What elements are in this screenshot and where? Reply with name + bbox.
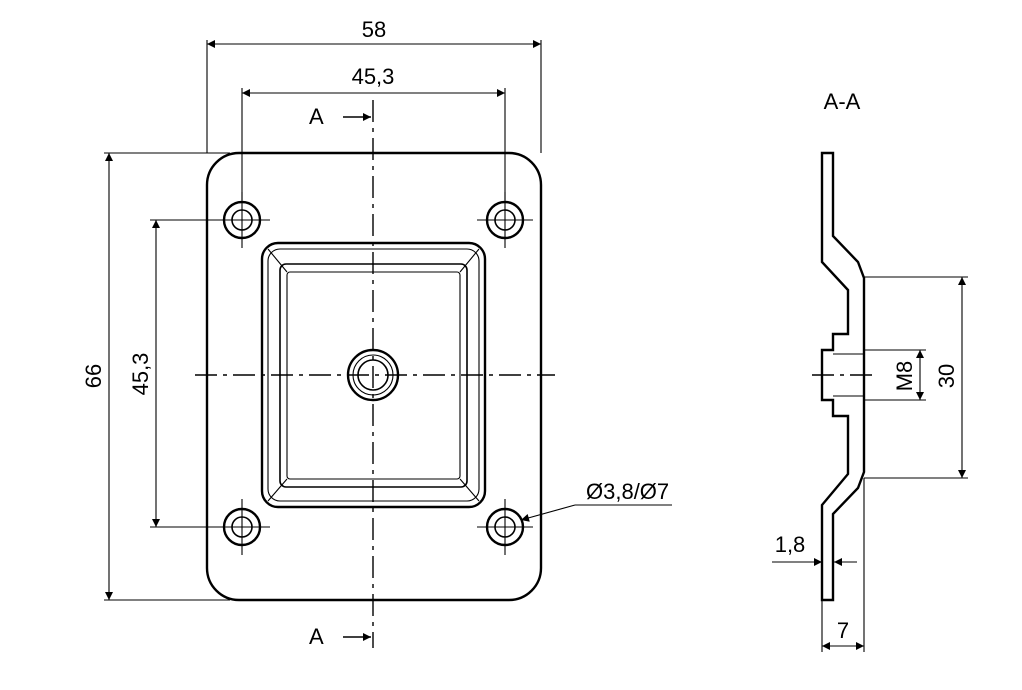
dim-overall-width-label: 58 <box>362 17 386 42</box>
dim-thickness: 1,8 <box>772 532 857 566</box>
hole-callout: Ø3,8/Ø7 <box>520 479 672 522</box>
dim-overall-width: 58 <box>206 17 542 153</box>
section-label-top: A <box>309 104 324 129</box>
mounting-hole-top-right <box>477 192 533 248</box>
section-profile <box>820 151 866 602</box>
dim-thread-label: M8 <box>892 361 917 392</box>
hole-callout-label: Ø3,8/Ø7 <box>586 479 669 504</box>
dim-hole-spacing-horizontal-label: 45,3 <box>352 64 395 89</box>
front-view: 58 45,3 66 45,3 Ø3,8/Ø7 <box>81 17 672 649</box>
section-view-title: A-A <box>824 89 861 114</box>
mounting-hole-bottom-left <box>214 499 270 555</box>
mounting-hole-bottom-right <box>477 499 533 555</box>
dim-boss-height: 30 <box>864 276 968 479</box>
dim-hole-spacing-vertical-label: 45,3 <box>128 353 153 396</box>
section-view: A-A 30 M8 1,8 <box>772 89 968 652</box>
plate-outline <box>205 151 543 602</box>
mounting-hole-top-left <box>214 192 270 248</box>
section-label-bottom: A <box>309 624 324 649</box>
dim-boss-height-label: 30 <box>934 364 959 388</box>
dim-overall-height-label: 66 <box>81 364 106 388</box>
dim-hole-spacing-vertical: 45,3 <box>128 219 222 528</box>
section-marker-bottom: A <box>309 624 371 649</box>
dim-overall-height: 66 <box>81 152 230 601</box>
dim-thread: M8 <box>864 349 926 401</box>
dim-hole-spacing-horizontal: 45,3 <box>241 64 506 200</box>
dim-thickness-label: 1,8 <box>775 532 806 557</box>
section-marker-top: A <box>309 104 371 129</box>
dim-depth: 7 <box>821 478 865 652</box>
dim-depth-label: 7 <box>837 618 849 643</box>
